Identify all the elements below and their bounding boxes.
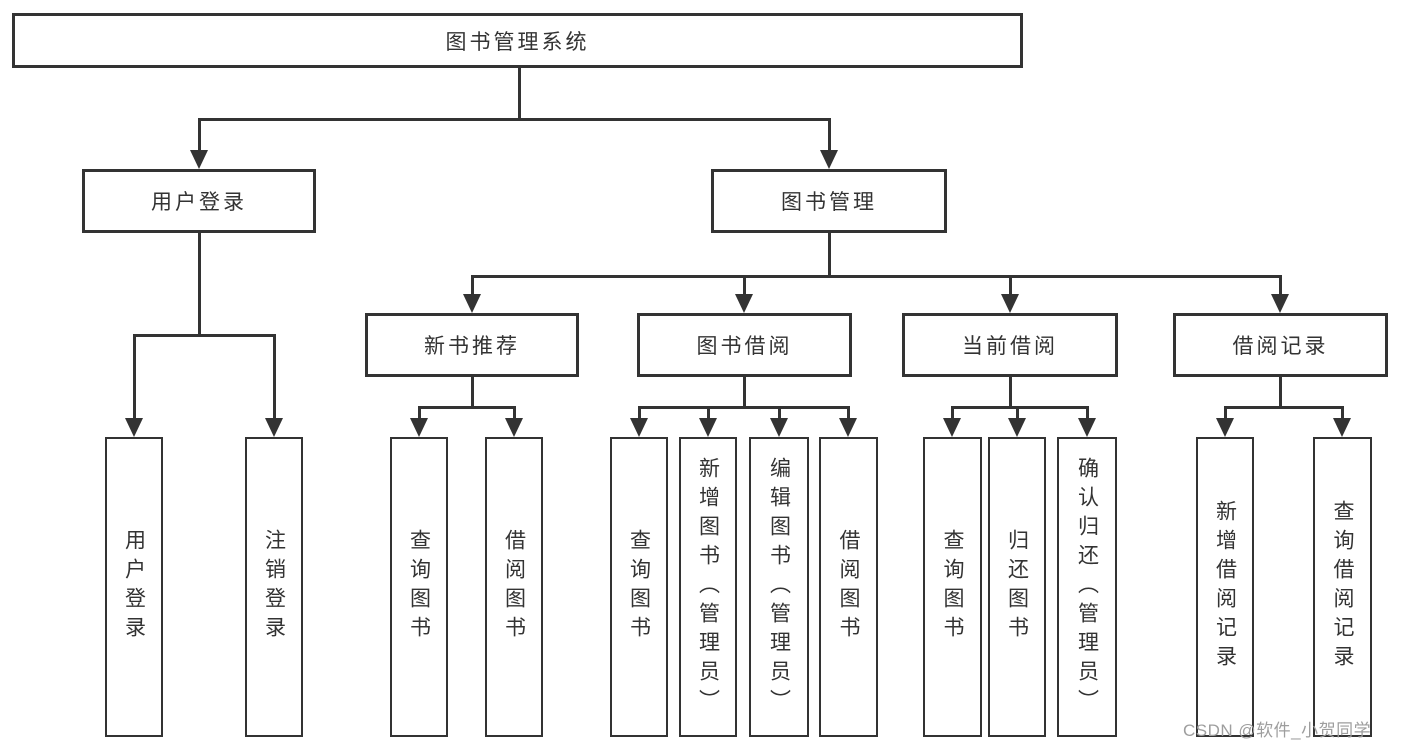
node-label: 新书推荐 (424, 335, 520, 358)
node-new-book-recommendation: 新书推荐 (365, 313, 579, 377)
node-book-borrowing: 图书借阅 (637, 313, 852, 377)
connector-line (133, 334, 136, 422)
arrow-down-icon (1001, 294, 1019, 313)
arrow-down-icon (1271, 294, 1289, 313)
connector-line (1341, 406, 1344, 422)
arrow-down-icon (839, 418, 857, 437)
arrow-down-icon (943, 418, 961, 437)
leaf-label: 借阅图书 (837, 529, 860, 645)
connector-line (951, 406, 954, 422)
leaf-label: 借阅图书 (502, 529, 526, 645)
node-label: 图书管理系统 (445, 30, 590, 54)
leaf-label: 注销登录 (262, 529, 286, 645)
connector-line (1009, 377, 1012, 409)
connector-line (513, 406, 516, 422)
leaf-label: 归还图书 (1005, 529, 1029, 645)
leaf-label: 查询借阅记录 (1331, 500, 1354, 674)
connector-line (418, 406, 421, 422)
connector-line (778, 406, 781, 422)
connector-line (847, 406, 850, 422)
connector-line (951, 406, 1089, 409)
leaf-logout: 注销登录 (245, 437, 303, 737)
node-user-login: 用户登录 (82, 169, 316, 233)
leaf-record-query-borrow-record: 查询借阅记录 (1313, 437, 1372, 737)
leaf-label: 用户登录 (122, 529, 146, 645)
connector-line (743, 377, 746, 409)
arrow-down-icon (190, 150, 208, 169)
csdn-watermark: CSDN @软件_小贺同学 (1183, 721, 1372, 740)
connector-line (1009, 275, 1012, 297)
leaf-user-login: 用户登录 (105, 437, 163, 737)
connector-line (471, 275, 474, 297)
leaf-label: 新增借阅记录 (1213, 500, 1237, 674)
arrow-down-icon (265, 418, 283, 437)
arrow-down-icon (1333, 418, 1351, 437)
leaf-newbook-query-books: 查询图书 (390, 437, 448, 737)
connector-line (828, 118, 831, 151)
leaf-label: 查询图书 (407, 529, 431, 645)
leaf-current-return-books: 归还图书 (988, 437, 1046, 737)
node-borrowing-records: 借阅记录 (1173, 313, 1388, 377)
node-label: 用户登录 (151, 191, 247, 214)
connector-line (518, 68, 521, 120)
node-label: 借阅记录 (1232, 335, 1329, 358)
connector-line (638, 406, 641, 422)
node-label: 图书借阅 (696, 335, 793, 358)
arrow-down-icon (1078, 418, 1096, 437)
arrow-down-icon (735, 294, 753, 313)
arrow-down-icon (1008, 418, 1026, 437)
connector-line (1279, 377, 1282, 409)
connector-line (1279, 275, 1282, 297)
leaf-borrow-borrow-books: 借阅图书 (819, 437, 878, 737)
connector-line (273, 334, 276, 422)
arrow-down-icon (410, 418, 428, 437)
leaf-borrow-query-books: 查询图书 (610, 437, 668, 737)
arrow-down-icon (1216, 418, 1234, 437)
connector-line (1086, 406, 1089, 422)
connector-line (1016, 406, 1019, 422)
arrow-down-icon (820, 150, 838, 169)
arrow-down-icon (699, 418, 717, 437)
connector-line (133, 334, 276, 337)
arrow-down-icon (630, 418, 648, 437)
connector-line (1224, 406, 1344, 409)
leaf-label: 确认归还（管理员） (1075, 456, 1099, 718)
leaf-current-confirm-return-admin: 确认归还（管理员） (1057, 437, 1117, 737)
connector-line (828, 233, 831, 278)
node-label: 图书管理 (781, 191, 877, 214)
arrow-down-icon (505, 418, 523, 437)
leaf-current-query-books: 查询图书 (923, 437, 982, 737)
leaf-label: 新增图书（管理员） (696, 456, 720, 718)
connector-line (471, 377, 474, 409)
connector-line (418, 406, 516, 409)
connector-line (198, 118, 201, 151)
leaf-record-add-borrow-record: 新增借阅记录 (1196, 437, 1254, 737)
connector-line (707, 406, 710, 422)
node-current-borrowing: 当前借阅 (902, 313, 1118, 377)
leaf-borrow-add-books-admin: 新增图书（管理员） (679, 437, 737, 737)
node-root: 图书管理系统 (12, 13, 1023, 68)
connector-line (198, 118, 831, 121)
connector-line (198, 233, 201, 336)
leaf-newbook-borrow-books: 借阅图书 (485, 437, 543, 737)
arrow-down-icon (770, 418, 788, 437)
leaf-label: 编辑图书（管理员） (767, 456, 791, 718)
arrow-down-icon (125, 418, 143, 437)
node-book-management: 图书管理 (711, 169, 947, 233)
connector-line (471, 275, 1282, 278)
connector-line (1224, 406, 1227, 422)
connector-line (743, 275, 746, 297)
leaf-label: 查询图书 (627, 529, 651, 645)
arrow-down-icon (463, 294, 481, 313)
connector-line (638, 406, 850, 409)
node-label: 当前借阅 (962, 335, 1058, 358)
leaf-borrow-edit-books-admin: 编辑图书（管理员） (749, 437, 809, 737)
leaf-label: 查询图书 (941, 529, 964, 645)
